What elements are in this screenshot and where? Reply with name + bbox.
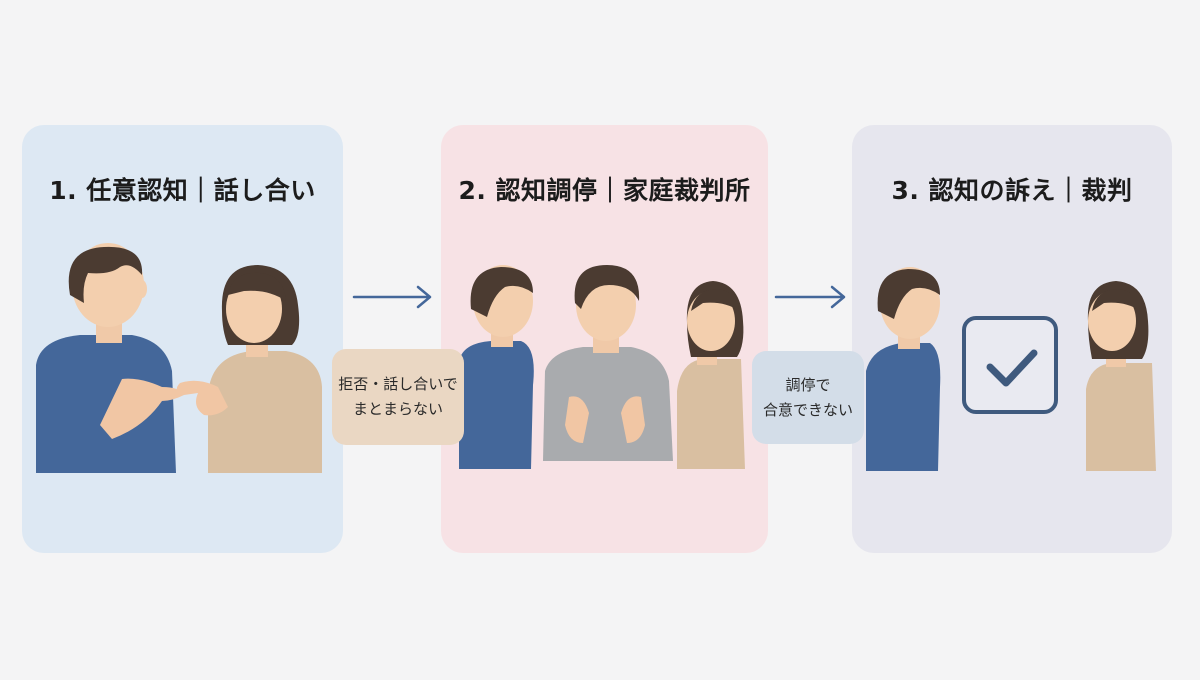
condition-line: 拒否・話し合いで — [338, 375, 458, 393]
check-mark-icon — [962, 316, 1058, 414]
woman-figure — [176, 265, 322, 473]
mediator-figure — [543, 265, 673, 461]
step-2-title: 2. 認知調停｜家庭裁判所 — [458, 176, 751, 205]
step-1-title: 1. 任意認知｜話し合い — [49, 176, 316, 205]
step-2-panel: 2. 認知調停｜家庭裁判所 — [441, 125, 768, 553]
man-figure — [459, 265, 534, 469]
man-figure — [36, 243, 184, 473]
step-3-illustration — [866, 267, 1156, 471]
man-figure — [866, 267, 941, 471]
condition-line: 合意できない — [762, 400, 853, 419]
transition-condition-2: 調停で 合意できない — [752, 351, 864, 444]
step-3-panel: 3. 認知の訴え｜裁判 — [852, 125, 1172, 553]
step-1-illustration — [36, 243, 322, 473]
step-2-illustration — [459, 265, 745, 469]
step-1-panel: 1. 任意認知｜話し合い — [22, 125, 343, 553]
condition-line: 調停で — [785, 375, 831, 394]
step-3-title: 3. 認知の訴え｜裁判 — [891, 176, 1133, 205]
condition-line: まとまらない — [352, 400, 443, 418]
woman-figure — [677, 281, 745, 469]
arrow-right-icon — [774, 285, 846, 309]
transition-condition-1: 拒否・話し合いで まとまらない — [332, 349, 464, 445]
arrow-right-icon — [352, 285, 432, 309]
woman-figure — [1086, 281, 1156, 471]
